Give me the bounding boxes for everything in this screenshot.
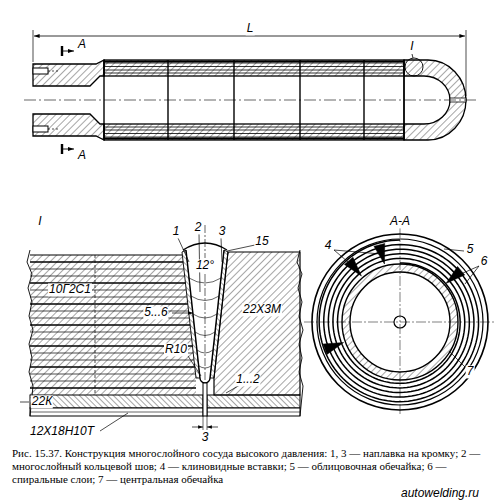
watermark: autowelding.ru	[400, 487, 480, 500]
layer-line	[30, 276, 185, 277]
part-label: А	[77, 38, 87, 51]
part-label: 3	[218, 225, 227, 238]
part-label: А-А	[389, 215, 411, 228]
wedge-insert	[323, 343, 344, 355]
layer-line	[30, 324, 190, 326]
part-label: 1	[172, 225, 181, 238]
part-label: А	[77, 149, 87, 162]
part-label: 22Х3М	[242, 303, 282, 316]
part-label: 12°	[195, 259, 215, 272]
layer-line	[30, 332, 191, 333]
part-label: 3	[201, 431, 210, 444]
part-label: 7	[466, 365, 475, 378]
layer-line	[30, 261, 183, 263]
wedge-insert	[446, 266, 465, 283]
part-label: 10Г2С1	[48, 283, 92, 296]
part-label: L	[246, 22, 255, 35]
layer-line	[30, 303, 188, 305]
vessel-longitudinal-view	[24, 30, 476, 154]
layer-line	[30, 374, 196, 375]
figure-caption: Рис. 15.37. Конструкция многослойного со…	[12, 447, 482, 486]
spiral-layers	[319, 240, 478, 402]
layer-line	[30, 381, 196, 382]
layer-line	[30, 360, 194, 361]
wedge-insert	[374, 243, 385, 264]
layer-line	[30, 297, 187, 298]
part-label: 2	[194, 221, 203, 234]
layer-line	[30, 387, 196, 389]
part-label: R10	[164, 343, 188, 356]
part-label: 6	[480, 255, 489, 268]
part-label: 5...6	[143, 306, 168, 319]
layer-line	[30, 269, 184, 270]
wedge-insert	[344, 257, 361, 276]
part-label: 1...2	[235, 373, 260, 386]
part-label: I	[409, 40, 414, 53]
cross-section	[304, 228, 496, 416]
part-label: I	[37, 215, 42, 228]
weld-detail	[20, 225, 303, 431]
part-label: 12Х18Н10Т	[29, 425, 95, 438]
layer-line	[30, 339, 192, 340]
part-label: 15	[254, 235, 269, 248]
layer-line	[30, 366, 195, 368]
part-label: 22К	[31, 395, 53, 408]
part-label: 4	[324, 239, 333, 252]
part-label: 5	[466, 243, 475, 256]
